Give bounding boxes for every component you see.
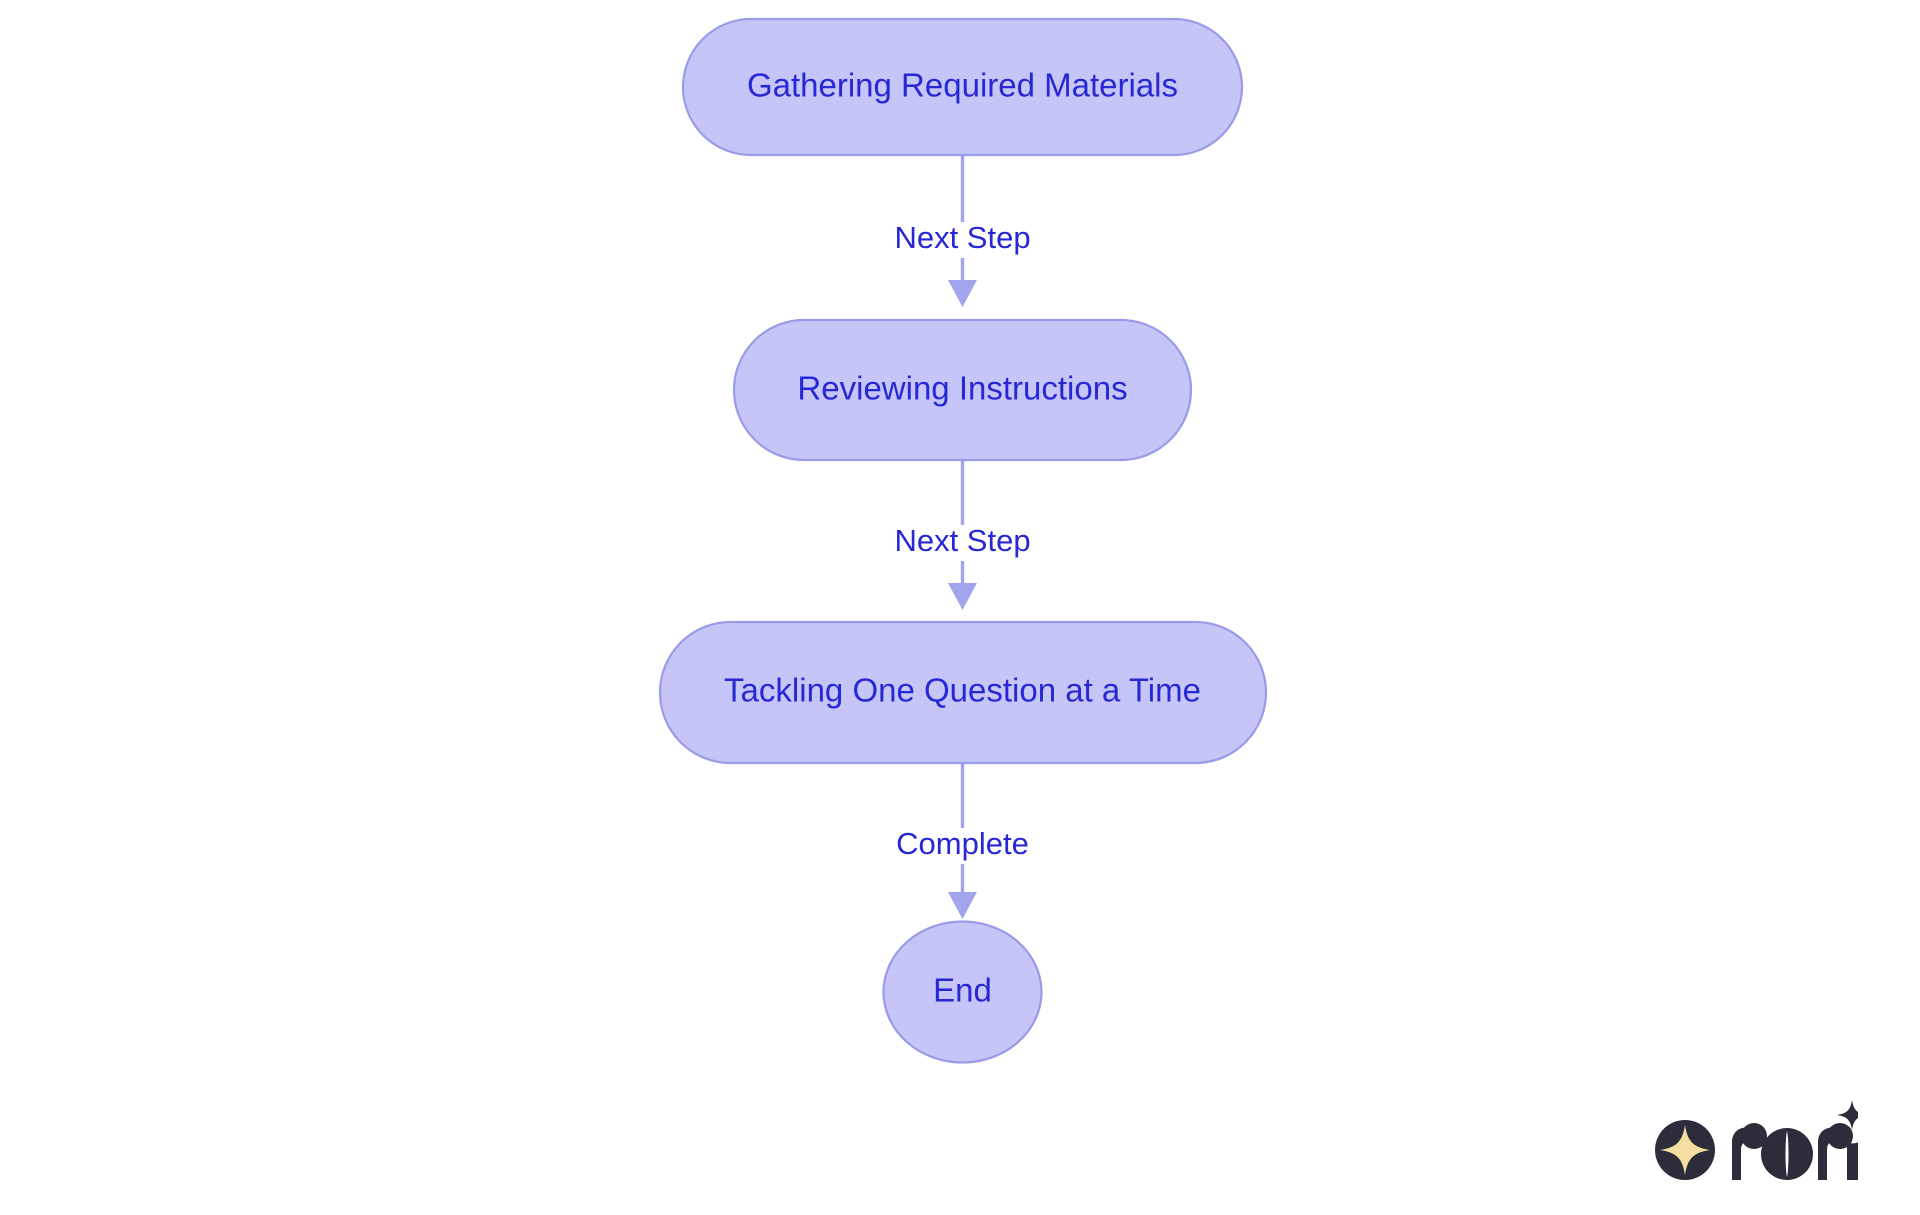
logo-letter-o-slit bbox=[1785, 1131, 1789, 1177]
logo-letter-r-2-dot bbox=[1827, 1123, 1853, 1149]
logo-wordmark bbox=[1732, 1100, 1867, 1180]
edge-label-backdrop bbox=[872, 525, 1053, 561]
node-reviewing-instructions[interactable]: Reviewing Instructions bbox=[732, 318, 1193, 462]
logo-letter-i-sparkle-icon bbox=[1837, 1100, 1867, 1130]
edge-label-backdrop bbox=[872, 222, 1053, 258]
node-shape-stadium bbox=[658, 620, 1268, 765]
arrowhead-icon bbox=[948, 280, 977, 307]
node-label: Tackling One Question at a Time bbox=[724, 672, 1201, 709]
logo-letter-i bbox=[1847, 1141, 1860, 1180]
edge-complete: Complete bbox=[878, 762, 1048, 919]
node-shape-stadium bbox=[732, 318, 1193, 462]
edge-label-next-step-1: Next Step bbox=[894, 220, 1030, 255]
node-end[interactable]: End bbox=[882, 920, 1043, 1064]
logo-mark-icon bbox=[1655, 1120, 1715, 1180]
rori-logo bbox=[1648, 1098, 1867, 1190]
node-tackling-one-question-at-a-time[interactable]: Tackling One Question at a Time bbox=[658, 620, 1268, 765]
edge-label-backdrop bbox=[878, 828, 1048, 864]
node-shape-circle bbox=[882, 920, 1043, 1064]
edge-next-step-2: Next Step bbox=[872, 460, 1053, 610]
node-label: Reviewing Instructions bbox=[797, 370, 1127, 407]
arrowhead-icon bbox=[948, 892, 977, 919]
node-shape-stadium bbox=[681, 17, 1244, 157]
edge-label-next-step-2: Next Step bbox=[894, 523, 1030, 558]
logo-letter-r-1-dot bbox=[1741, 1123, 1767, 1149]
edge-next-step-1: Next Step bbox=[872, 155, 1053, 307]
arrowhead-icon bbox=[948, 583, 977, 610]
node-gathering-required-materials[interactable]: Gathering Required Materials bbox=[681, 17, 1244, 157]
rori-logo-svg bbox=[1655, 1100, 1867, 1180]
edge-label-complete: Complete bbox=[896, 826, 1029, 861]
logo-sparkle-icon bbox=[1660, 1125, 1710, 1175]
node-label: Gathering Required Materials bbox=[747, 67, 1178, 104]
node-label: End bbox=[933, 972, 992, 1009]
